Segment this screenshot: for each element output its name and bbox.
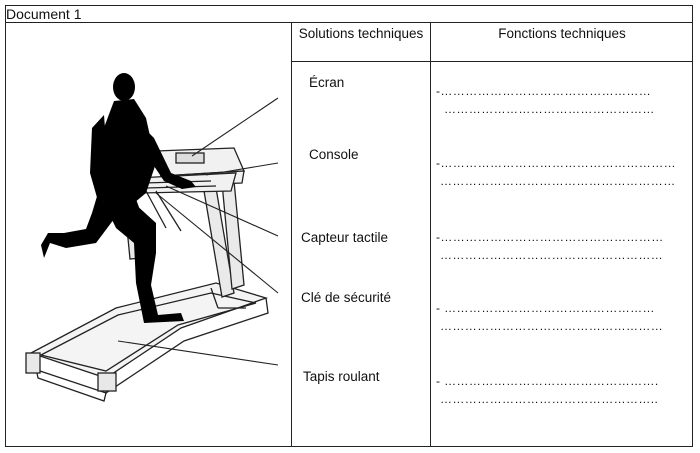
answer-line-tapis-1[interactable]: - ……………………………………………. — [436, 374, 659, 388]
solution-tapis-roulant: Tapis roulant — [302, 369, 381, 384]
answer-line-console-1[interactable]: -………………………………………………… — [436, 156, 676, 170]
solution-ecran: Écran — [308, 75, 346, 90]
document-title: Document 1 — [6, 6, 82, 22]
answer-line-cle-2[interactable]: ……………………………………………… — [440, 319, 664, 333]
answer-line-tapis-2[interactable]: …………………………………………….. — [440, 392, 659, 406]
column-divider-functions — [430, 22, 431, 447]
solution-cle-securite: Clé de sécurité — [300, 290, 393, 305]
answer-line-ecran-1[interactable]: -…………………………………………… — [436, 84, 652, 98]
solution-capteur-tactile: Capteur tactile — [300, 230, 390, 245]
answer-line-console-2[interactable]: ………………………………………………… — [440, 174, 676, 188]
treadmill-illustration — [6, 23, 291, 446]
answer-line-cle-1[interactable]: - …………………………………………… — [436, 301, 655, 315]
header-fonctions: Fonctions techniques — [498, 26, 626, 41]
answer-line-ecran-2[interactable]: …………………………………………… — [444, 102, 655, 116]
runner-silhouette — [41, 73, 196, 323]
leader-lines — [117, 97, 279, 366]
answer-line-capteur-2[interactable]: ……………………………………………… — [440, 248, 664, 262]
solution-console: Console — [308, 147, 360, 162]
column-divider-illustration — [291, 22, 292, 447]
answer-line-capteur-1[interactable]: -……………………………………………… — [436, 230, 664, 244]
treadmill-deck — [25, 282, 269, 402]
document-frame — [5, 5, 693, 447]
title-divider — [5, 22, 693, 23]
header-divider — [291, 61, 693, 62]
header-solutions: Solutions techniques — [298, 26, 424, 41]
